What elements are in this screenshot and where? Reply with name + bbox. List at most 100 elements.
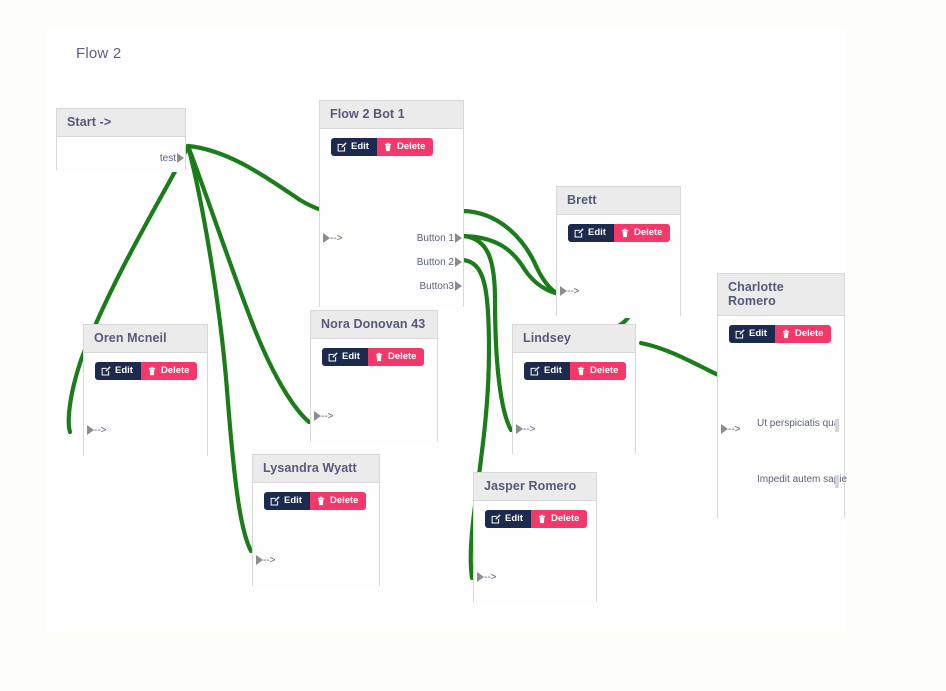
port-handle[interactable] xyxy=(835,419,839,432)
output-port-1[interactable]: Ut perspiciatis qua xyxy=(757,417,839,432)
port-arrow-icon xyxy=(323,233,330,243)
input-port[interactable]: --> xyxy=(721,424,741,435)
edit-button[interactable]: Edit xyxy=(729,325,775,343)
link-start-to-bot xyxy=(185,143,332,214)
output-port-button-1[interactable]: Button 1 xyxy=(416,233,462,244)
input-port[interactable]: --> xyxy=(323,233,343,244)
node-oren-mcneil[interactable]: Oren Mcneil Edit Delete xyxy=(83,324,208,458)
output-port-label: test xyxy=(159,153,176,164)
delete-button[interactable]: Delete xyxy=(376,138,434,156)
input-port-label: --> xyxy=(263,555,276,566)
output-port-button-2[interactable]: Button 2 xyxy=(416,257,462,268)
edit-button-label: Edit xyxy=(749,328,767,340)
delete-button[interactable]: Delete xyxy=(140,362,198,380)
node-lysandra-wyatt[interactable]: Lysandra Wyatt Edit Delete xyxy=(252,454,380,588)
delete-button-label: Delete xyxy=(329,495,359,507)
trash-icon xyxy=(621,228,629,238)
node-title: Charlotte Romero xyxy=(718,274,844,316)
delete-button[interactable]: Delete xyxy=(569,362,627,380)
node-actions: Edit Delete xyxy=(557,215,680,242)
node-body: Edit Delete --> xyxy=(557,215,680,318)
delete-button-label: Delete xyxy=(160,365,190,377)
output-port-2[interactable]: Impedit autem sapie xyxy=(757,473,847,488)
port-handle[interactable] xyxy=(835,475,839,488)
delete-button-label: Delete xyxy=(396,141,426,153)
edit-button-label: Edit xyxy=(115,365,133,377)
port-arrow-icon xyxy=(560,286,567,296)
link-button2-to-brett xyxy=(460,233,574,297)
trash-icon xyxy=(375,352,383,362)
input-port-label: --> xyxy=(321,411,334,422)
node-actions: Edit Delete xyxy=(474,501,596,528)
delete-button-label: Delete xyxy=(589,365,619,377)
node-body: Edit Delete --> xyxy=(474,501,596,604)
pencil-square-icon xyxy=(337,142,347,152)
port-arrow-icon xyxy=(314,411,321,421)
edit-button[interactable]: Edit xyxy=(95,362,141,380)
node-flow-2-bot-1[interactable]: Flow 2 Bot 1 Edit Delete xyxy=(319,100,464,309)
node-title: Oren Mcneil xyxy=(84,325,207,353)
node-body: Edit Delete --> xyxy=(311,339,437,444)
input-port-label: --> xyxy=(728,424,741,435)
input-port[interactable]: --> xyxy=(314,411,334,422)
pencil-square-icon xyxy=(530,366,540,376)
input-port[interactable]: --> xyxy=(256,555,276,566)
node-start[interactable]: Start -> test xyxy=(56,108,186,172)
edit-button[interactable]: Edit xyxy=(568,224,614,242)
output-port-label: Button 2 xyxy=(416,257,454,268)
node-nora-donovan-43[interactable]: Nora Donovan 43 Edit Delete xyxy=(310,310,438,444)
pencil-square-icon xyxy=(735,329,745,339)
input-port[interactable]: --> xyxy=(560,286,580,297)
delete-button[interactable]: Delete xyxy=(309,492,367,510)
delete-button-label: Delete xyxy=(387,351,417,363)
flow-canvas[interactable]: Flow 2 Start -> xyxy=(45,30,847,633)
delete-button-label: Delete xyxy=(794,328,824,340)
output-port-test[interactable]: test xyxy=(159,153,184,164)
port-arrow-icon xyxy=(721,424,728,434)
node-lindsey[interactable]: Lindsey Edit Delete xyxy=(512,324,636,456)
edit-button[interactable]: Edit xyxy=(485,510,531,528)
pencil-square-icon xyxy=(328,352,338,362)
input-port-label: --> xyxy=(523,424,536,435)
delete-button[interactable]: Delete xyxy=(774,325,832,343)
edit-button-label: Edit xyxy=(505,513,523,525)
input-port[interactable]: --> xyxy=(516,424,536,435)
node-jasper-romero[interactable]: Jasper Romero Edit Delete xyxy=(473,472,597,604)
trash-icon xyxy=(317,496,325,506)
output-port-label: Button 1 xyxy=(416,233,454,244)
node-actions: Edit Delete xyxy=(84,353,207,380)
node-actions: Edit Delete xyxy=(513,353,635,380)
input-port-label: --> xyxy=(94,425,107,436)
node-body: Edit Delete --> Button 1 xyxy=(320,129,463,309)
delete-button[interactable]: Delete xyxy=(530,510,588,528)
port-arrow-icon xyxy=(177,153,184,163)
input-port[interactable]: --> xyxy=(87,425,107,436)
edit-button[interactable]: Edit xyxy=(524,362,570,380)
delete-button[interactable]: Delete xyxy=(367,348,425,366)
edit-button-label: Edit xyxy=(544,365,562,377)
node-actions: Edit Delete xyxy=(311,339,437,366)
input-port[interactable]: --> xyxy=(477,572,497,583)
delete-button[interactable]: Delete xyxy=(613,224,671,242)
pencil-square-icon xyxy=(101,366,111,376)
node-charlotte-romero[interactable]: Charlotte Romero Edit Delete xyxy=(717,273,847,534)
node-brett[interactable]: Brett Edit Delete xyxy=(556,186,681,318)
edit-button[interactable]: Edit xyxy=(331,138,377,156)
pencil-square-icon xyxy=(270,496,280,506)
delete-button-label: Delete xyxy=(550,513,580,525)
output-port-button-3[interactable]: Button3 xyxy=(420,281,462,292)
edit-button[interactable]: Edit xyxy=(264,492,310,510)
trash-icon xyxy=(384,142,392,152)
node-body: Edit Delete --> xyxy=(253,483,379,588)
port-arrow-icon xyxy=(455,233,462,243)
port-arrow-icon xyxy=(477,572,484,582)
trash-icon xyxy=(577,366,585,376)
port-arrow-icon xyxy=(87,425,94,435)
node-body: Edit Delete --> Ut perspiciatis qua xyxy=(718,316,847,534)
trash-icon xyxy=(538,514,546,524)
node-body: Edit Delete --> xyxy=(513,353,635,456)
edit-button[interactable]: Edit xyxy=(322,348,368,366)
node-title: Flow 2 Bot 1 xyxy=(320,101,463,129)
input-port-label: --> xyxy=(484,572,497,583)
node-title: Lindsey xyxy=(513,325,635,353)
